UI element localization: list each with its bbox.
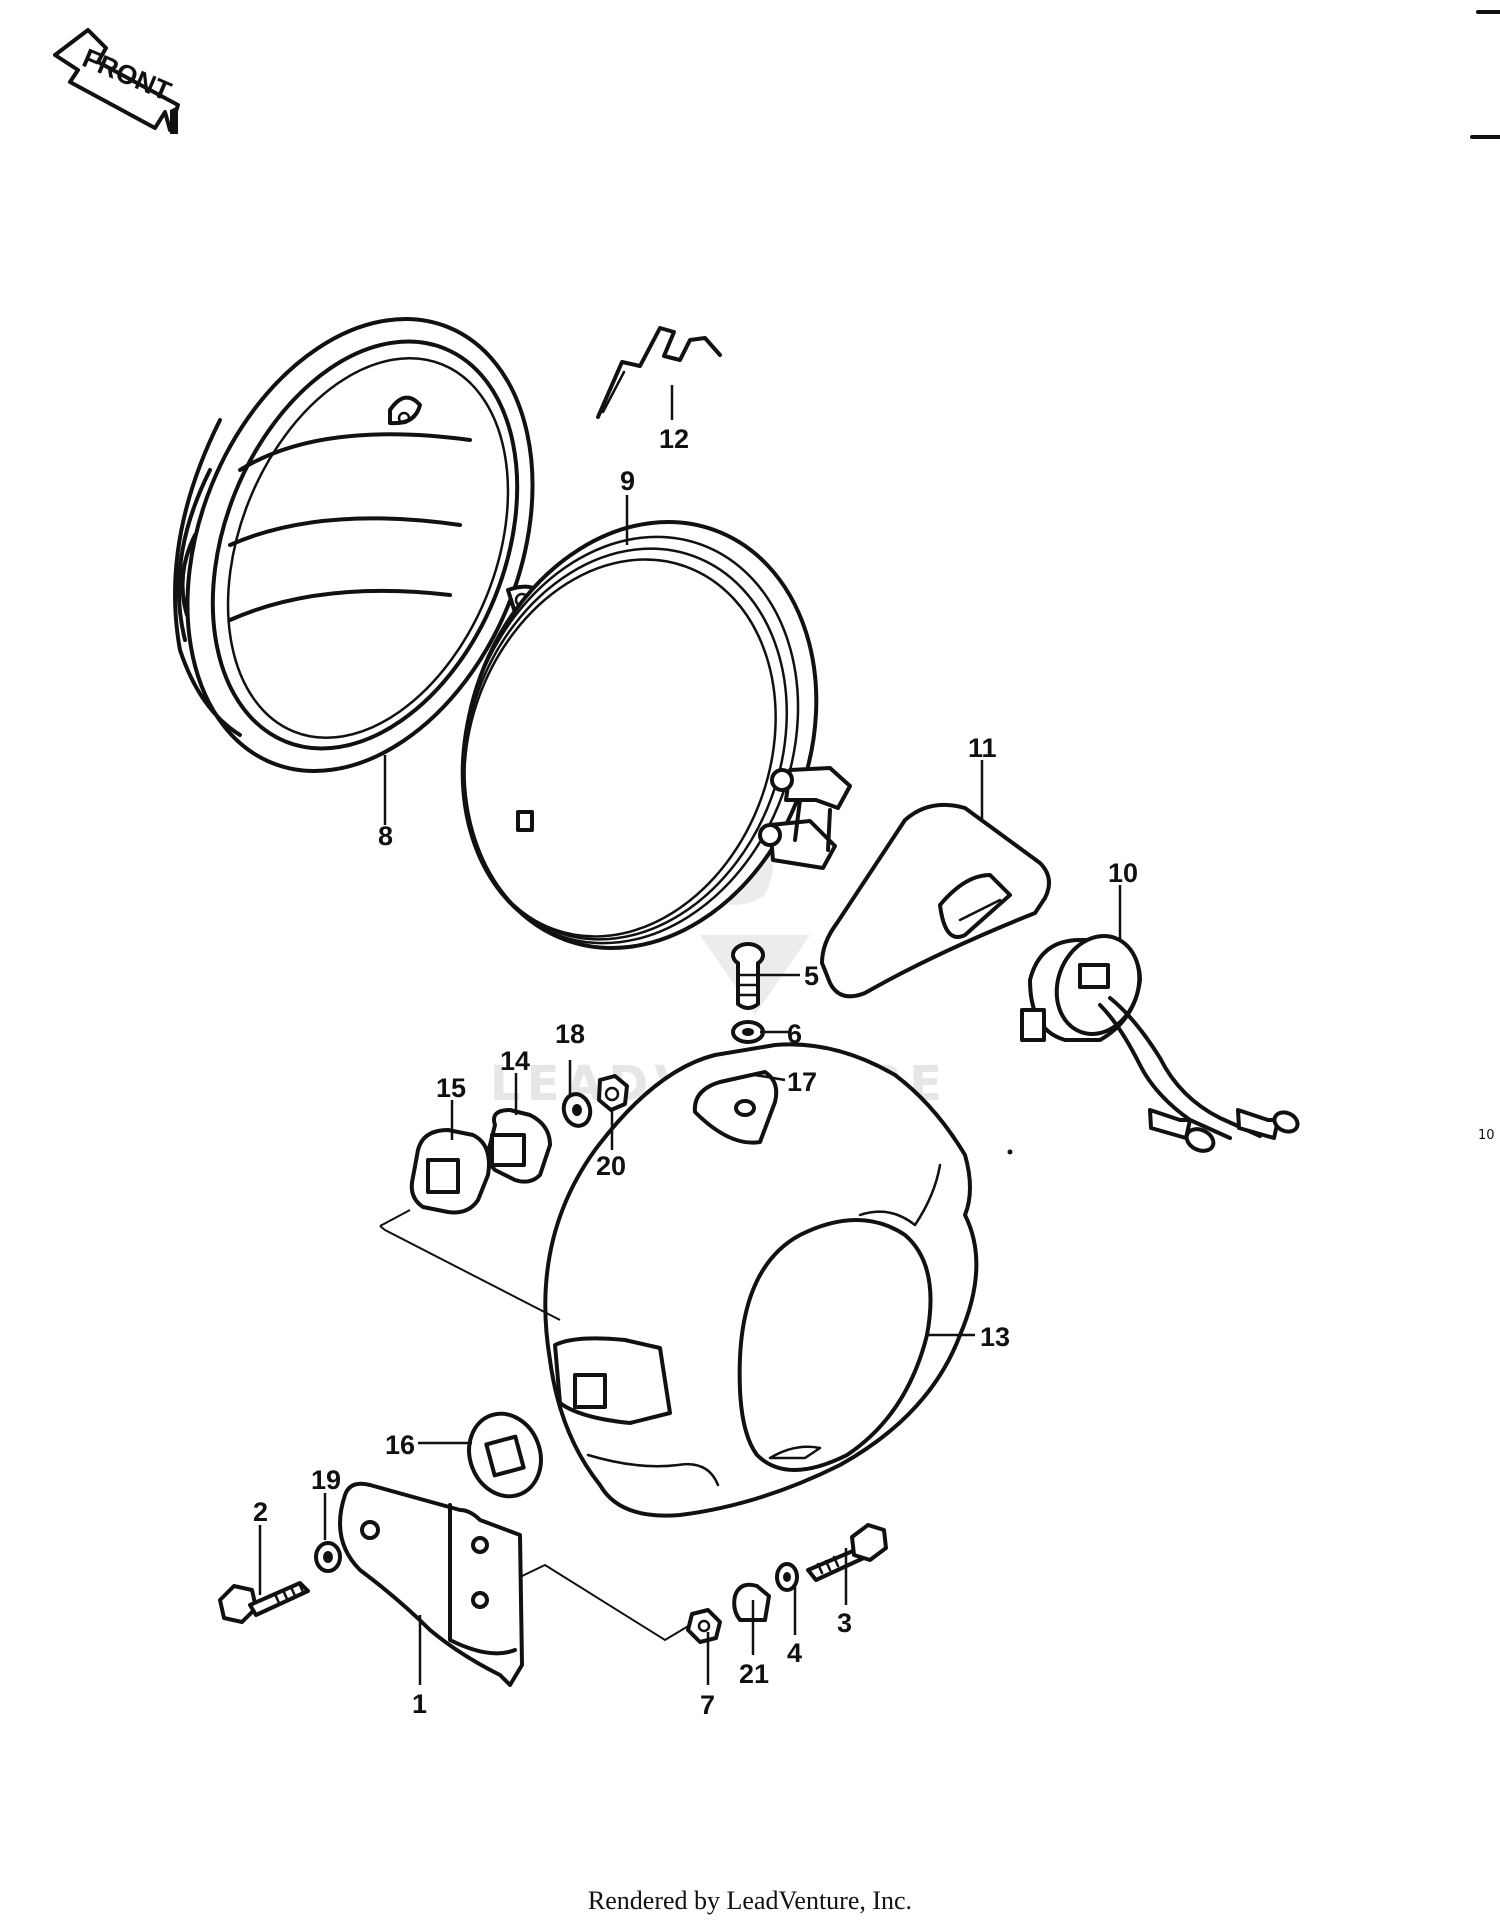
callout-6: 6 bbox=[787, 1019, 802, 1049]
grommets-and-hardware bbox=[409, 1074, 629, 1215]
callout-7: 7 bbox=[700, 1690, 715, 1720]
bolt-2 bbox=[218, 1541, 342, 1624]
callout-13: 13 bbox=[980, 1322, 1010, 1352]
callout-20: 20 bbox=[596, 1151, 626, 1181]
callout-10: 10 bbox=[1108, 858, 1138, 888]
callout-8: 8 bbox=[378, 821, 393, 851]
footer-credit: Rendered by LeadVenture, Inc. bbox=[587, 1886, 913, 1915]
leader-lines bbox=[258, 385, 1122, 1685]
callout-14: 14 bbox=[500, 1046, 530, 1076]
callout-21: 21 bbox=[739, 1659, 769, 1689]
callout-19: 19 bbox=[311, 1465, 341, 1495]
edge-ticks bbox=[1470, 10, 1500, 139]
edge-mark: 10 bbox=[1478, 1128, 1495, 1143]
sealed-beam bbox=[460, 520, 852, 950]
socket-with-leads bbox=[1020, 934, 1300, 1153]
grommet-16 bbox=[467, 1411, 543, 1499]
callout-15: 15 bbox=[436, 1073, 466, 1103]
callout-5: 5 bbox=[804, 961, 819, 991]
callout-12: 12 bbox=[659, 424, 689, 454]
callout-9: 9 bbox=[620, 466, 635, 496]
front-arrow: FRONT bbox=[53, 28, 180, 134]
stray-dot bbox=[1007, 1149, 1013, 1155]
callout-17: 17 bbox=[787, 1067, 817, 1097]
lower-hardware bbox=[686, 1523, 888, 1644]
callout-16: 16 bbox=[385, 1430, 415, 1460]
alignment-lines bbox=[379, 1209, 691, 1642]
headlight-housing bbox=[543, 1042, 979, 1518]
spring-part bbox=[596, 326, 722, 419]
callout-labels: 1 2 3 4 5 6 7 8 9 10 11 12 13 14 15 16 1… bbox=[253, 424, 1138, 1720]
callout-3: 3 bbox=[837, 1608, 852, 1638]
callout-4: 4 bbox=[787, 1638, 802, 1668]
callout-1: 1 bbox=[412, 1689, 427, 1719]
callout-18: 18 bbox=[555, 1019, 585, 1049]
callout-11: 11 bbox=[968, 733, 997, 763]
rubber-cover bbox=[820, 802, 1051, 999]
callout-2: 2 bbox=[253, 1497, 268, 1527]
bracket bbox=[338, 1481, 524, 1687]
